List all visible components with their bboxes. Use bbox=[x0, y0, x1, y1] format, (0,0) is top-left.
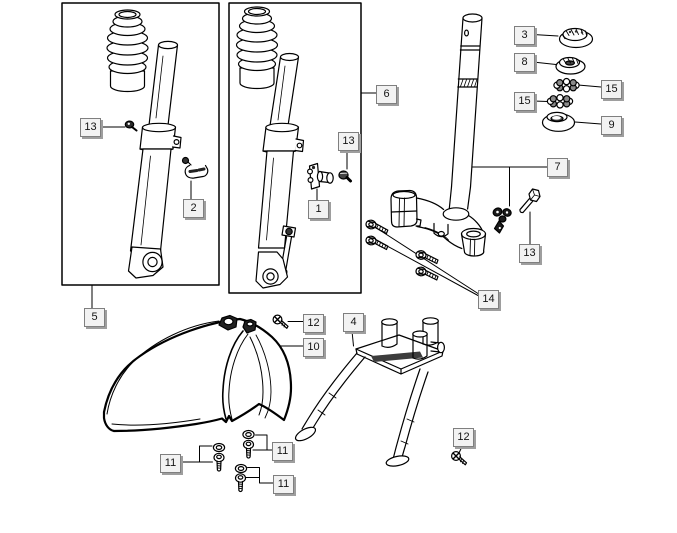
callout-10-front-fender[interactable]: 10 bbox=[303, 338, 324, 357]
dust-cover-8 bbox=[555, 56, 586, 75]
callout-9-bearing-race[interactable]: 9 bbox=[601, 116, 622, 135]
callout-6-right-fork[interactable]: 6 bbox=[376, 85, 397, 104]
washer-bolt-set-bottom bbox=[234, 463, 248, 493]
callout-2-bracket[interactable]: 2 bbox=[183, 199, 204, 218]
right-fork-leg bbox=[255, 52, 305, 289]
fender-screw-top-12 bbox=[272, 314, 289, 329]
screw-lower-12 bbox=[450, 450, 468, 466]
front-fender bbox=[102, 314, 293, 433]
fork-gaiter-left bbox=[106, 9, 149, 93]
yoke-bolt-13 bbox=[519, 188, 541, 214]
cable-guide-bracket-1 bbox=[307, 162, 334, 190]
left-fork-leg bbox=[127, 40, 182, 279]
callout-11-washer-bolt-left[interactable]: 11 bbox=[160, 454, 181, 473]
callout-12-fender-screw-top[interactable]: 12 bbox=[303, 314, 324, 333]
retaining-clip-13 bbox=[124, 120, 138, 132]
washer-bolt-set-right bbox=[242, 429, 255, 459]
bracket-bolt-13 bbox=[338, 170, 352, 183]
bearing-balls-upper-15 bbox=[553, 77, 580, 93]
callout-12-screw-lower[interactable]: 12 bbox=[453, 428, 474, 447]
washer-bolt-set-left bbox=[212, 442, 226, 472]
callout-13-yoke-bolt[interactable]: 13 bbox=[519, 244, 540, 263]
callout-4-stand-bracket[interactable]: 4 bbox=[343, 313, 364, 332]
bearing-race-9 bbox=[541, 111, 576, 132]
callout-11-washer-bolt-right[interactable]: 11 bbox=[272, 442, 293, 461]
fork-gaiter-right bbox=[235, 6, 279, 90]
callout-5-left-fork[interactable]: 5 bbox=[84, 308, 105, 327]
callout-8-dust-cover[interactable]: 8 bbox=[514, 53, 535, 72]
panel-right-fork-box bbox=[228, 2, 362, 294]
steering-nut-3 bbox=[558, 27, 594, 49]
callout-11-washer-bolt-bottom[interactable]: 11 bbox=[273, 475, 294, 494]
lower-yoke bbox=[390, 186, 487, 257]
stand-bracket-4 bbox=[294, 317, 446, 467]
callout-14-yoke-screws[interactable]: 14 bbox=[478, 290, 499, 309]
callout-7-steering-column[interactable]: 7 bbox=[547, 158, 568, 177]
callout-13-bracket-bolt[interactable]: 13 bbox=[338, 132, 359, 151]
panel-left-fork-box bbox=[61, 2, 220, 286]
callout-15-bearing-upper[interactable]: 15 bbox=[601, 80, 622, 99]
bearing-balls-lower-15 bbox=[546, 94, 574, 109]
leader-lines bbox=[91, 34, 602, 484]
steering-column bbox=[450, 13, 483, 188]
callout-3-steering-nut[interactable]: 3 bbox=[514, 26, 535, 45]
callout-13-fork-clip[interactable]: 13 bbox=[80, 118, 101, 137]
callout-15-bearing-lower[interactable]: 15 bbox=[514, 92, 535, 111]
callout-1-cable-bracket[interactable]: 1 bbox=[308, 200, 329, 219]
cable-guide-bracket-2 bbox=[181, 156, 209, 179]
spring-clip bbox=[492, 207, 512, 234]
